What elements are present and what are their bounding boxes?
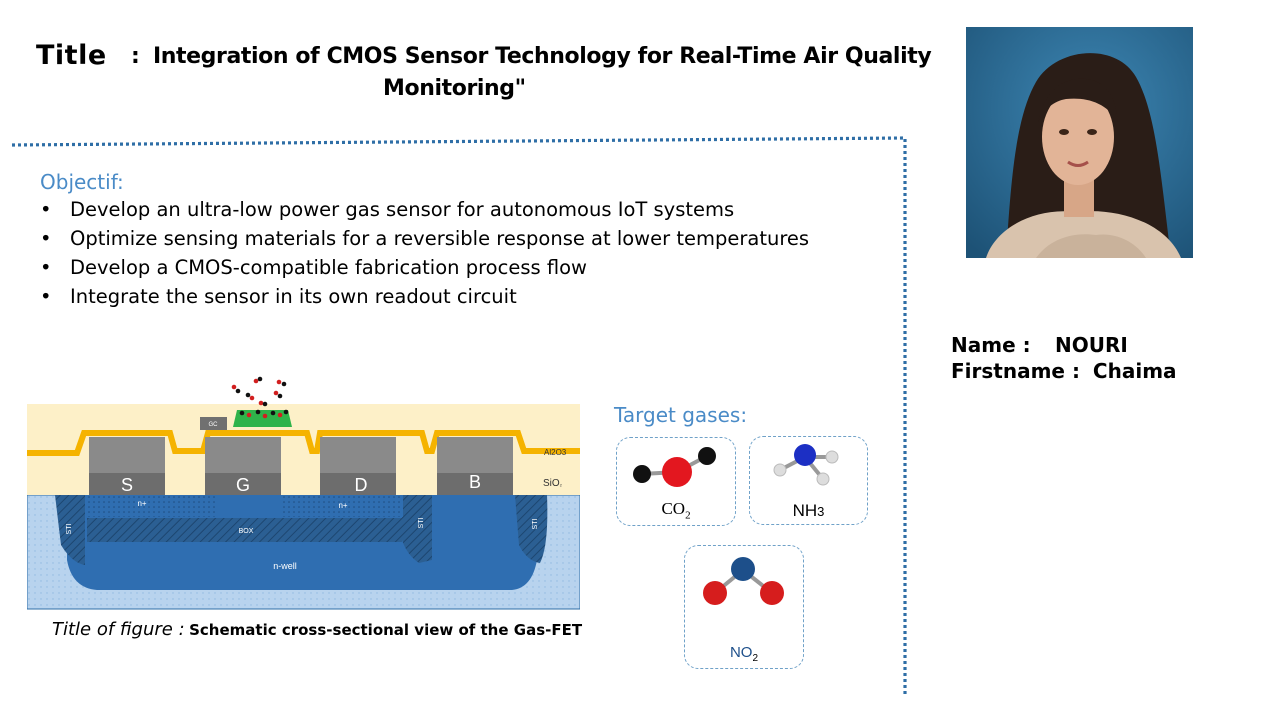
nh3-card: NH3 — [749, 436, 868, 525]
sti-label-right: STI — [532, 519, 539, 530]
bullet-icon: • — [40, 285, 52, 308]
al2o3-label: Al2O3 — [544, 448, 567, 457]
nplus-label-drain: n+ — [338, 501, 347, 510]
objective-item-text: Integrate the sensor in its own readout … — [70, 285, 517, 308]
objective-item-text: Develop an ultra-low power gas sensor fo… — [70, 198, 735, 221]
sti-label-middle: STI — [418, 518, 425, 529]
co2-molecule-icon — [633, 447, 716, 487]
portrait-photo — [966, 27, 1193, 258]
terminal-label-g: G — [236, 475, 250, 495]
no2-card: NO2 — [684, 545, 804, 669]
objective-heading: Objectif: — [40, 170, 124, 194]
bullet-icon: • — [40, 198, 52, 221]
objective-item-text: Develop a CMOS-compatible fabrication pr… — [70, 256, 587, 279]
nplus-label-source: n+ — [137, 499, 146, 508]
sti-label-left: STI — [66, 524, 73, 535]
gasfet-cross-section-figure: S G D B GC Al2O3 SiO₂ n+ n+ BOX n-well S… — [27, 376, 580, 610]
figure-caption: Title of figure : Schematic cross-sectio… — [52, 619, 582, 640]
terminal-label-d: D — [355, 475, 368, 495]
title-colon: : — [131, 44, 140, 69]
objective-item: • Develop a CMOS-compatible fabrication p… — [40, 256, 809, 285]
objective-item-text: Optimize sensing materials for a reversi… — [70, 227, 810, 250]
co2-label: CO2 — [661, 499, 691, 522]
firstname-label: Firstname : — [951, 359, 1080, 383]
nh3-molecule-icon — [773, 444, 839, 486]
co2-card: CO2 — [616, 437, 736, 526]
firstname-row: Firstname : Chaima — [951, 359, 1177, 383]
objective-item: • Develop an ultra-low power gas sensor f… — [40, 198, 809, 227]
firstname-value: Chaima — [1092, 359, 1177, 383]
figure-caption-text: Schematic cross-sectional view of the Ga… — [189, 621, 583, 639]
bullet-icon: • — [40, 256, 52, 279]
gate-contact-block — [200, 417, 227, 430]
nh3-label: NH3 — [792, 501, 825, 520]
no2-label: NO2 — [729, 644, 759, 664]
box-label: BOX — [239, 528, 254, 535]
gc-label: GC — [209, 422, 219, 428]
title-text-line-1: Integration of CMOS Sensor Technology fo… — [153, 44, 932, 69]
terminal-label-b: B — [469, 472, 481, 492]
sio2-label: SiO₂ — [543, 478, 563, 489]
figure-caption-label: Title of figure : — [52, 619, 185, 640]
title-text-line-2: Monitoring" — [383, 76, 526, 101]
name-value: NOURI — [1055, 333, 1128, 357]
name-label: Name : — [951, 333, 1031, 357]
bullet-icon: • — [40, 227, 52, 250]
nwell-label: n-well — [273, 561, 297, 571]
objective-list: • Develop an ultra-low power gas sensor f… — [40, 198, 809, 314]
title-label: Title — [36, 40, 107, 71]
target-gases-heading: Target gases: — [614, 403, 748, 427]
terminal-label-s: S — [121, 475, 133, 495]
no2-molecule-icon — [703, 557, 784, 605]
name-row: Name : — [951, 333, 1031, 357]
objective-item: • Optimize sensing materials for a revers… — [40, 227, 809, 256]
objective-item: • Integrate the sensor in its own readout… — [40, 285, 809, 314]
